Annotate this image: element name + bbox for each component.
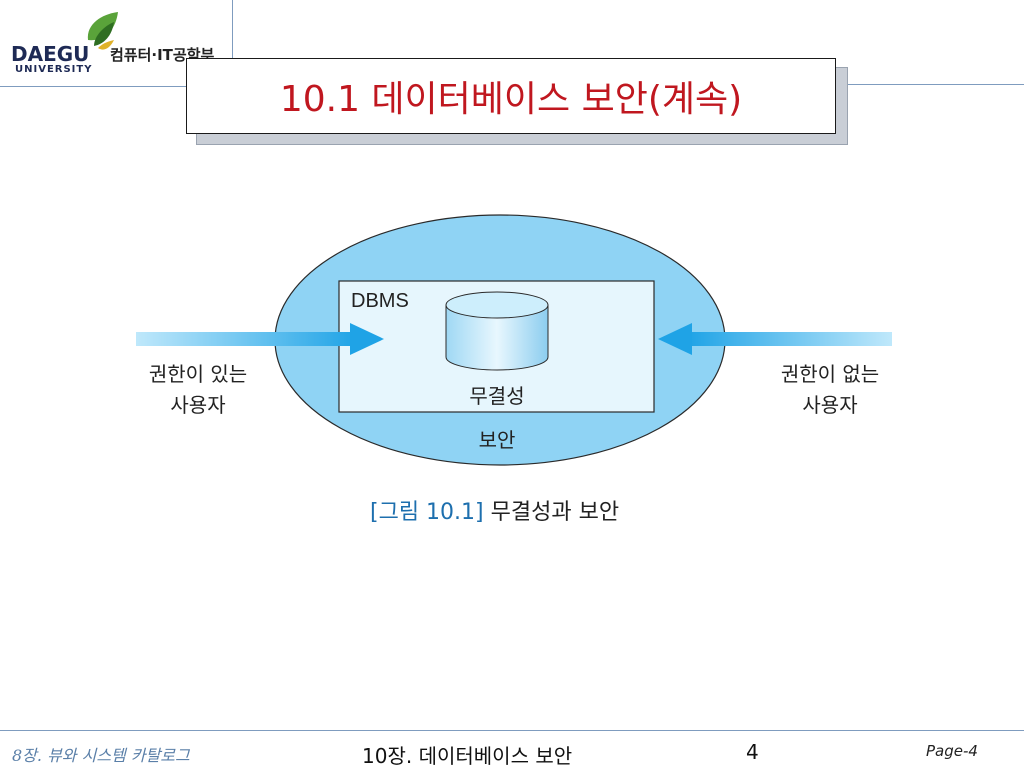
footer-divider	[0, 730, 1024, 731]
database-cylinder-icon	[445, 291, 549, 371]
logo-subtitle: UNIVERSITY	[15, 64, 93, 75]
integrity-label: 무결성	[469, 384, 524, 408]
unauthorized-user-label-line1: 권한이 없는	[781, 362, 879, 386]
footer-page-label: Page-4	[926, 742, 978, 760]
university-logo: DAEGU UNIVERSITY 컴퓨터·IT공학부	[0, 0, 233, 87]
security-label: 보안	[479, 428, 516, 452]
unauthorized-user-label-line2: 사용자	[802, 393, 857, 417]
header-divider	[838, 84, 1024, 85]
left-arrow-icon	[136, 323, 384, 355]
leaf-logo-icon	[87, 12, 118, 50]
footer-page-number: 4	[746, 740, 759, 764]
authorized-user-label-line2: 사용자	[170, 393, 225, 417]
authorized-user-label-line1: 권한이 있는	[149, 362, 247, 386]
figure-number: [그림 10.1]	[370, 500, 484, 525]
footer-chapter-title: 10장. 데이터베이스 보안	[362, 744, 573, 768]
right-arrow-icon	[658, 323, 892, 355]
slide-title: 10.1 데이터베이스 보안(계속)	[279, 79, 743, 120]
slide-title-box: 10.1 데이터베이스 보안(계속)	[186, 58, 836, 134]
figure-caption: [그림 10.1] 무결성과 보안	[370, 494, 619, 526]
logo-name: DAEGU	[11, 42, 90, 66]
footer-chapter-prev: 8장. 뷰와 시스템 카탈로그	[12, 746, 190, 765]
figure-caption-text: 무결성과 보안	[490, 500, 620, 525]
dbms-label: DBMS	[351, 290, 409, 312]
